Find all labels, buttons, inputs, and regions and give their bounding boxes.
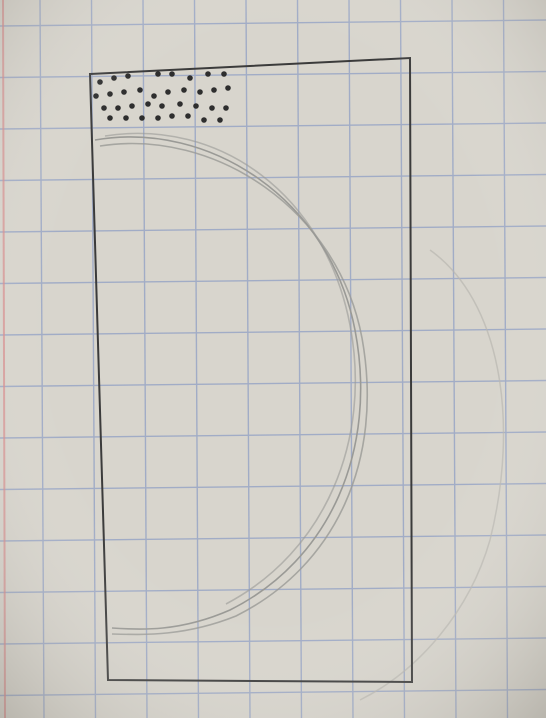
graph-paper-photo xyxy=(0,0,546,718)
photo-vignette xyxy=(0,0,546,718)
graph-paper-sheet xyxy=(0,0,546,718)
